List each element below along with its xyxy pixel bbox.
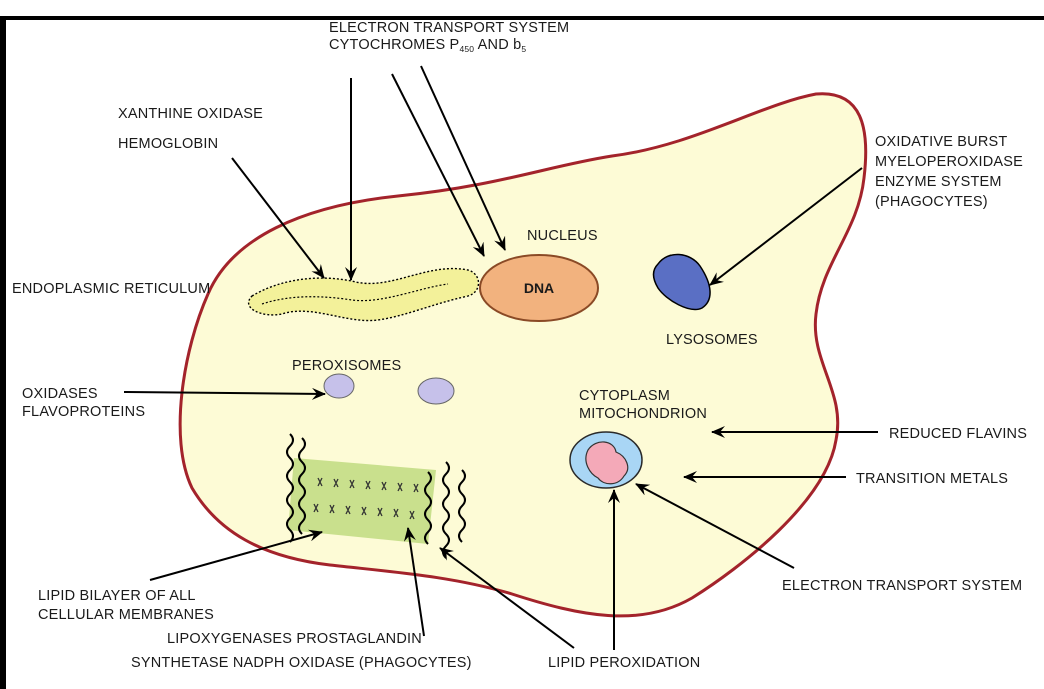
label-mitochondrion: MITOCHONDRION bbox=[579, 406, 707, 422]
label-peroxisomes: PEROXISOMES bbox=[292, 358, 401, 374]
label-ets-right: ELECTRON TRANSPORT SYSTEM bbox=[782, 578, 1022, 594]
label-oxidative-burst-1: OXIDATIVE BURST bbox=[875, 134, 1007, 150]
label-endoplasmic-reticulum: ENDOPLASMIC RETICULUM bbox=[12, 281, 210, 297]
label-reduced-flavins: REDUCED FLAVINS bbox=[889, 426, 1027, 442]
label-oxidative-burst-3: ENZYME SYSTEM bbox=[875, 174, 1002, 190]
label-lipoxygenases-2: SYNTHETASE NADPH OXIDASE (PHAGOCYTES) bbox=[131, 655, 472, 671]
peroxisome-right bbox=[418, 378, 454, 404]
label-lipoxygenases-1: LIPOXYGENASES PROSTAGLANDIN bbox=[167, 631, 422, 647]
label-ets-top-line1: ELECTRON TRANSPORT SYSTEM bbox=[329, 20, 569, 36]
label-oxidative-burst-4: (PHAGOCYTES) bbox=[875, 194, 988, 210]
label-transition-metals: TRANSITION METALS bbox=[856, 471, 1008, 487]
cell-body bbox=[180, 94, 866, 616]
label-oxidative-burst-2: MYELOPEROXIDASE bbox=[875, 154, 1023, 170]
label-dna: DNA bbox=[524, 280, 554, 296]
label-lipid-bilayer-1: LIPID BILAYER OF ALL bbox=[38, 588, 196, 604]
label-xanthine-oxidase: XANTHINE OXIDASE bbox=[118, 106, 263, 122]
label-cytoplasm: CYTOPLASM bbox=[579, 388, 670, 404]
label-ets-top-line2: CYTOCHROMES P450 AND b5 bbox=[329, 37, 526, 54]
label-flavoproteins: FLAVOPROTEINS bbox=[22, 404, 145, 420]
label-hemoglobin: HEMOGLOBIN bbox=[118, 136, 218, 152]
label-oxidases: OXIDASES bbox=[22, 386, 98, 402]
mitochondrion bbox=[570, 432, 642, 488]
label-lysosomes: LYSOSOMES bbox=[666, 332, 758, 348]
frame-left-line bbox=[0, 16, 6, 689]
peroxisome-left bbox=[324, 374, 354, 398]
label-lipid-peroxidation: LIPID PEROXIDATION bbox=[548, 655, 700, 671]
label-lipid-bilayer-2: CELLULAR MEMBRANES bbox=[38, 607, 214, 623]
label-nucleus: NUCLEUS bbox=[527, 228, 598, 244]
